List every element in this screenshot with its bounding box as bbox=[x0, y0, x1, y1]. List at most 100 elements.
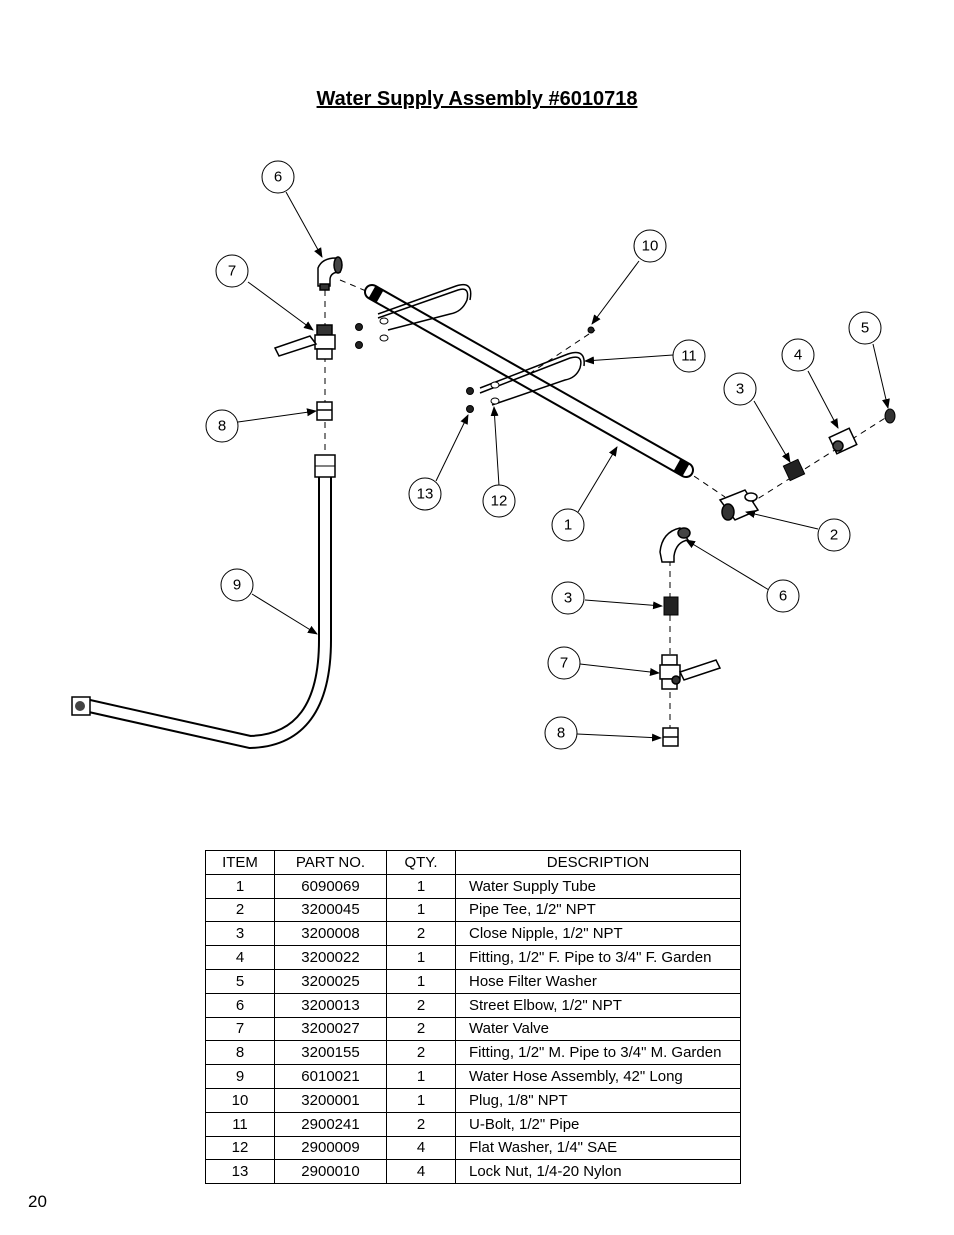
water-valve-lower bbox=[659, 654, 722, 690]
cell-part-no: 6090069 bbox=[274, 873, 387, 899]
callout-4: 4 bbox=[794, 347, 802, 364]
u-bolt-upper bbox=[377, 283, 472, 331]
callout-11: 11 bbox=[681, 348, 697, 365]
garden-fitting-top bbox=[316, 401, 333, 421]
col-item: ITEM bbox=[205, 850, 275, 875]
page-number: 20 bbox=[28, 1192, 47, 1211]
cell-description: Flat Washer, 1/4" SAE bbox=[455, 1135, 741, 1161]
cell-qty: 2 bbox=[386, 1111, 456, 1137]
cell-description: Water Hose Assembly, 42" Long bbox=[455, 1064, 741, 1089]
cell-qty: 4 bbox=[386, 1159, 456, 1185]
callout-6-lower: 6 bbox=[779, 588, 787, 605]
cell-qty: 1 bbox=[386, 873, 456, 899]
cell-description: Fitting, 1/2" M. Pipe to 3/4" M. Garden bbox=[455, 1040, 741, 1066]
cell-description: Lock Nut, 1/4-20 Nylon bbox=[455, 1159, 741, 1185]
cell-description: Street Elbow, 1/2" NPT bbox=[455, 992, 741, 1018]
callout-9: 9 bbox=[233, 577, 241, 594]
cell-description: Water Valve bbox=[455, 1016, 741, 1042]
cell-qty: 1 bbox=[386, 968, 456, 994]
cell-qty: 1 bbox=[386, 897, 456, 923]
water-supply-tube bbox=[364, 284, 694, 478]
garden-fitting-lower bbox=[662, 727, 679, 747]
cell-item: 10 bbox=[205, 1087, 275, 1113]
callout-7-lower: 7 bbox=[560, 655, 568, 672]
cell-item: 8 bbox=[205, 1040, 275, 1066]
cell-item: 6 bbox=[205, 992, 275, 1018]
cell-part-no: 3200025 bbox=[274, 968, 387, 994]
table-header-row: ITEM PART NO. QTY. DESCRIPTION bbox=[205, 850, 741, 875]
cell-description: Hose Filter Washer bbox=[455, 968, 741, 994]
cell-part-no: 3200027 bbox=[274, 1016, 387, 1042]
hose-filter-washer bbox=[884, 408, 896, 424]
cell-qty: 2 bbox=[386, 921, 456, 947]
close-nipple-lower bbox=[663, 596, 679, 616]
cell-qty: 1 bbox=[386, 1087, 456, 1113]
cell-part-no: 3200008 bbox=[274, 921, 387, 947]
exploded-parts-diagram: 6 7 8 9 10 11 13 12 1 3 4 5 2 6 3 7 8 bbox=[71, 160, 896, 750]
cell-part-no: 3200001 bbox=[274, 1087, 387, 1113]
cell-part-no: 3200013 bbox=[274, 992, 387, 1018]
callout-2: 2 bbox=[830, 527, 838, 544]
callout-5: 5 bbox=[861, 320, 869, 337]
cell-part-no: 6010021 bbox=[274, 1064, 387, 1089]
cell-part-no: 3200155 bbox=[274, 1040, 387, 1066]
page-title: Water Supply Assembly #6010718 bbox=[316, 88, 638, 110]
cell-part-no: 3200022 bbox=[274, 945, 387, 970]
cell-part-no: 2900241 bbox=[274, 1111, 387, 1137]
pipe-tee bbox=[718, 489, 760, 521]
cell-description: Close Nipple, 1/2" NPT bbox=[455, 921, 741, 947]
cell-description: Pipe Tee, 1/2" NPT bbox=[455, 897, 741, 923]
cell-item: 4 bbox=[205, 945, 275, 970]
street-elbow-lower bbox=[659, 527, 691, 563]
callout-10: 10 bbox=[642, 238, 659, 255]
cell-qty: 4 bbox=[386, 1135, 456, 1161]
cell-description: U-Bolt, 1/2" Pipe bbox=[455, 1111, 741, 1137]
callout-12: 12 bbox=[491, 493, 508, 510]
cell-item: 5 bbox=[205, 968, 275, 994]
cell-qty: 1 bbox=[386, 1064, 456, 1089]
washers-and-nuts bbox=[355, 317, 595, 413]
cell-part-no: 3200045 bbox=[274, 897, 387, 923]
callout-bubbles bbox=[205, 160, 882, 750]
callout-3-lower: 3 bbox=[564, 590, 572, 607]
callout-8-lower: 8 bbox=[557, 725, 565, 742]
callout-8-top: 8 bbox=[218, 418, 226, 435]
cell-item: 13 bbox=[205, 1159, 275, 1185]
cell-part-no: 2900009 bbox=[274, 1135, 387, 1161]
cell-item: 9 bbox=[205, 1064, 275, 1089]
cell-item: 2 bbox=[205, 897, 275, 923]
cell-item: 7 bbox=[205, 1016, 275, 1042]
col-qty: QTY. bbox=[386, 850, 456, 875]
callout-7-top: 7 bbox=[228, 263, 236, 280]
water-hose-assembly bbox=[71, 454, 336, 750]
water-valve-top bbox=[273, 324, 336, 360]
cell-description: Plug, 1/8" NPT bbox=[455, 1087, 741, 1113]
cell-qty: 2 bbox=[386, 1016, 456, 1042]
cell-description: Water Supply Tube bbox=[455, 873, 741, 899]
callout-1: 1 bbox=[564, 517, 572, 534]
col-part-no: PART NO. bbox=[274, 850, 387, 875]
cell-item: 1 bbox=[205, 873, 275, 899]
col-description: DESCRIPTION bbox=[455, 850, 741, 875]
leader-lines bbox=[237, 191, 890, 742]
cell-item: 3 bbox=[205, 921, 275, 947]
female-garden-fitting bbox=[828, 427, 858, 455]
callout-13: 13 bbox=[417, 486, 434, 503]
close-nipple-upper bbox=[782, 458, 806, 482]
callout-3-upper: 3 bbox=[736, 381, 744, 398]
cell-qty: 2 bbox=[386, 1040, 456, 1066]
